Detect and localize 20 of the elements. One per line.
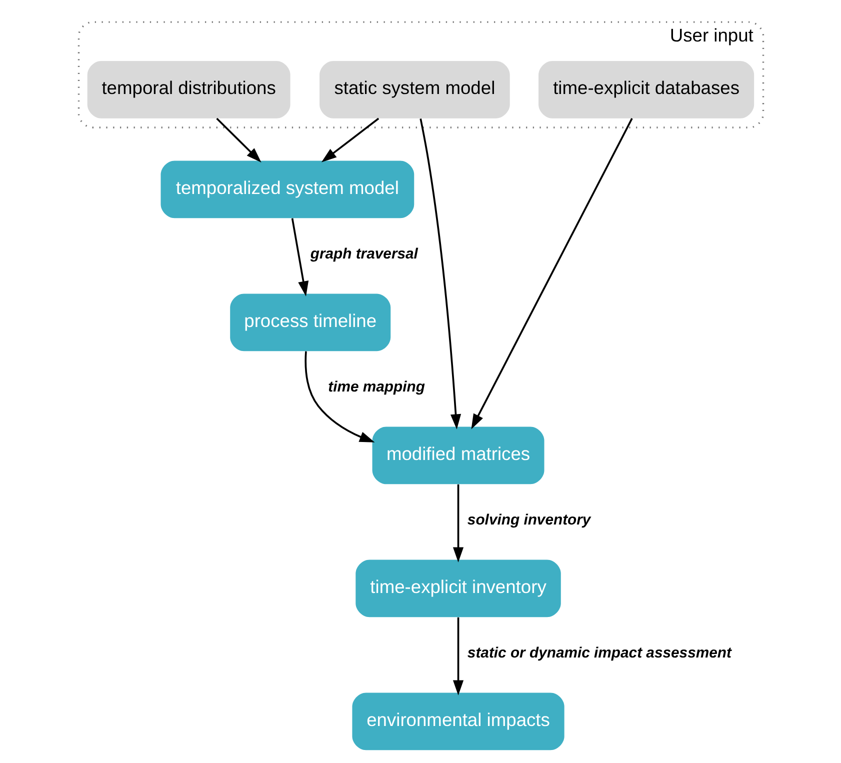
node-box: time-explicit inventory xyxy=(355,560,560,618)
arrow xyxy=(320,118,379,162)
edge-label: static or dynamic impact assessment xyxy=(466,646,731,662)
node-box: static system model xyxy=(319,61,510,118)
arrow xyxy=(452,617,464,696)
edge-label: time mapping xyxy=(328,380,424,396)
arrow xyxy=(452,484,464,562)
arrow xyxy=(419,118,461,430)
edge-label: solving inventory xyxy=(466,512,590,529)
node-box: temporalized system model xyxy=(160,160,414,218)
node-box: modified matrices xyxy=(372,426,544,484)
node-box: temporal distributions xyxy=(86,61,290,118)
node-box: time-explicit databases xyxy=(538,61,754,118)
arrow xyxy=(290,218,308,296)
arrow xyxy=(216,118,261,163)
node-box: environmental impacts xyxy=(352,692,564,750)
edge-label: graph traversal xyxy=(310,246,418,263)
node-box: process timeline xyxy=(230,294,390,352)
arrow xyxy=(304,351,374,442)
arrow xyxy=(470,118,632,430)
